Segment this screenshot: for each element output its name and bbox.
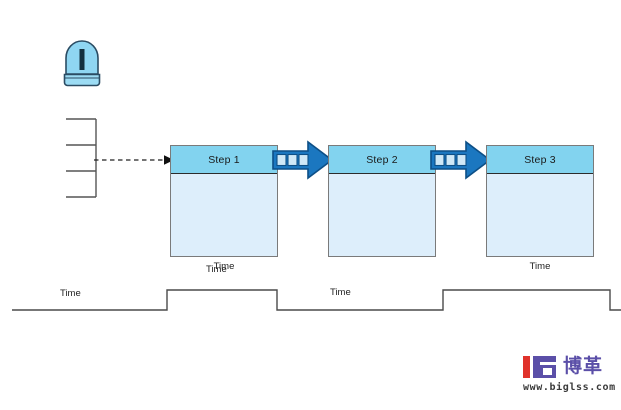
dashed-connector-arrow — [94, 150, 176, 170]
dome-marker-icon — [62, 40, 102, 90]
brand-logo: 博革 www.biglss.com — [523, 355, 616, 400]
wave-time-label-3: Time — [330, 287, 351, 298]
step-box-2[interactable]: Step 2 — [328, 145, 436, 257]
brand-url: www.biglss.com — [523, 382, 616, 393]
wave-time-label-1: Time — [60, 288, 81, 299]
step-title-2: Step 2 — [329, 146, 435, 174]
step-body-2 — [329, 174, 435, 257]
step-box-3[interactable]: Step 3 — [486, 145, 594, 257]
chevron-arrow-1 — [272, 140, 334, 180]
time-square-wave — [0, 282, 621, 316]
comb-bracket — [60, 112, 110, 204]
step-body-3 — [487, 174, 593, 257]
step-time-label-1: Time — [213, 261, 235, 272]
biglss-logo-mark — [523, 356, 561, 378]
brand-name-cn: 博革 — [563, 355, 604, 377]
step-title-3: Step 3 — [487, 146, 593, 174]
step-body-1 — [171, 174, 277, 257]
step-title-1: Step 1 — [171, 146, 277, 174]
step-box-1[interactable]: Step 1 — [170, 145, 278, 257]
chevron-arrow-2 — [430, 140, 492, 180]
wave-time-label-2: Time — [206, 264, 227, 275]
step-time-label-3: Time — [529, 261, 551, 272]
